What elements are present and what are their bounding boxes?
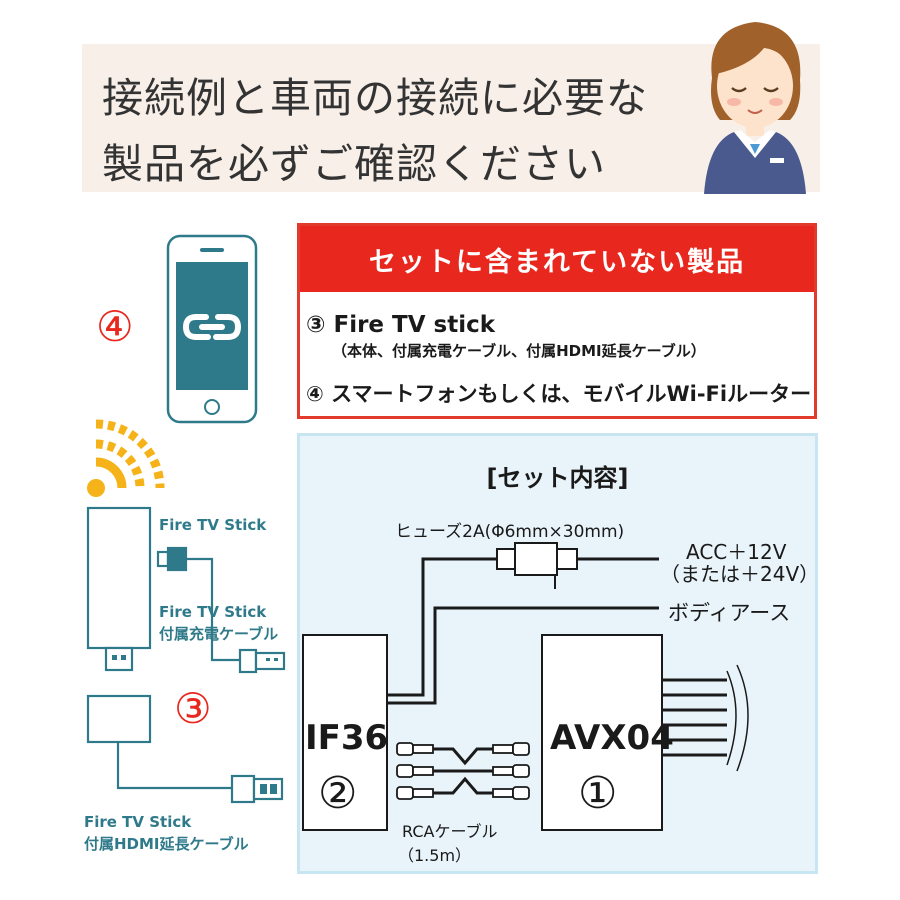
set-contents-title: [セット内容] [486,464,629,492]
hdmi-cable-label-2: 付属HDMI延長ケーブル [84,835,249,853]
if36-label: IF36 [305,718,389,758]
label-number-4: ④ [96,302,134,351]
charge-cable-label-2: 付属充電ケーブル [159,625,279,643]
fuse-label: ヒューズ2A(Φ6mm×30mm) [395,522,625,542]
wifi-signal-icon [87,419,165,497]
acc-label-2: （または＋24V） [660,562,820,586]
staff-woman-illustration [704,22,806,194]
acc-label-1: ACC＋12V [686,540,787,564]
hdmi-cable-label-1: Fire TV Stick [84,813,192,831]
if36-number: ② [318,768,358,819]
charge-cable-label-1: Fire TV Stick [159,603,267,621]
header-banner: 接続例と車両の接続に必要な 製品を必ずご確認ください [82,44,820,192]
rca-label-2: （1.5m） [398,846,472,865]
item-smartphone: ④ スマートフォンもしくは、モバイルWi-Fiルーター [306,382,812,406]
smartphone-icon [166,234,258,424]
label-number-3: ③ [174,684,212,733]
fire-tv-stick-diagram [86,506,286,804]
item-fire-tv-stick-sub: （本体、付属充電ケーブル、付属HDMI延長ケーブル） [332,342,706,360]
not-included-box: セットに含まれていない製品 ③ Fire TV stick （本体、付属充電ケー… [297,223,817,419]
ground-label: ボディアース [668,601,791,625]
item-fire-tv-stick: ③ Fire TV stick [306,312,496,338]
not-included-title: セットに含まれていない製品 [300,226,814,292]
banner-line-2: 製品を必ずご確認ください [102,140,606,188]
banner-line-1: 接続例と車両の接続に必要な [102,74,648,122]
avx04-number: ① [578,768,618,819]
stick-label: Fire TV Stick [159,516,267,534]
avx04-label: AVX04 [550,718,674,758]
wiring-diagram [302,542,749,831]
rca-label-1: RCAケーブル [402,822,498,841]
